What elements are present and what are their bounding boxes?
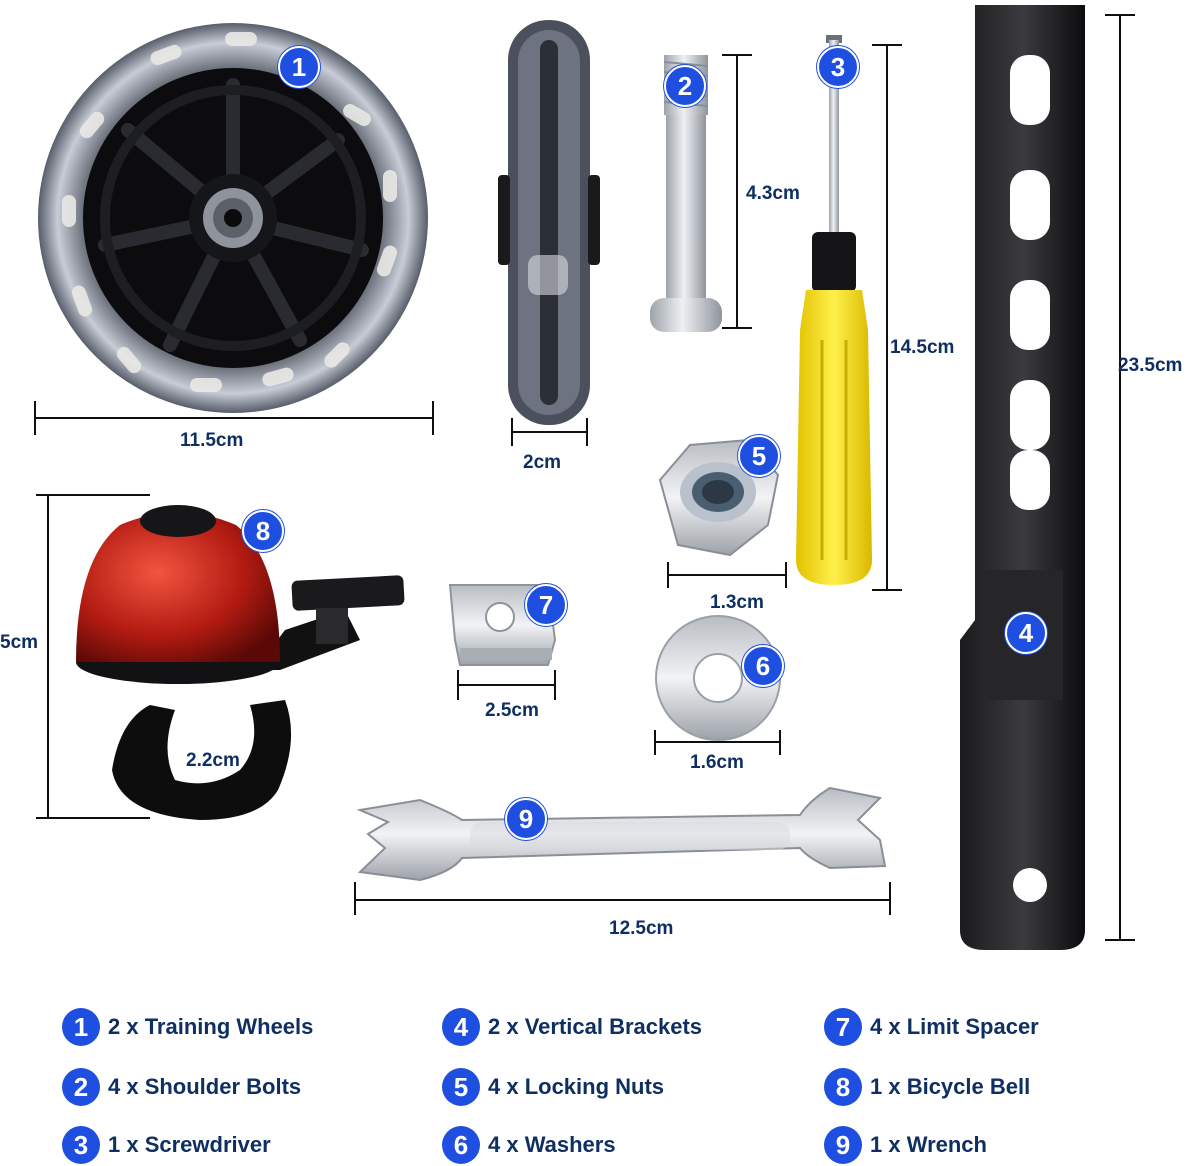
legend-text: 1 x Wrench <box>870 1132 987 1157</box>
legend-text: 2 x Training Wheels <box>108 1014 314 1039</box>
vertical-bracket <box>960 5 1085 950</box>
nut-size-label: 1.3cm <box>710 592 764 613</box>
legend-text: 4 x Locking Nuts <box>488 1074 665 1099</box>
bolt-length-label: 4.3cm <box>746 183 800 204</box>
legend-number: 2 <box>62 1068 100 1106</box>
legend-item-5: 5 4 x Locking Nuts <box>442 1067 664 1107</box>
screwdriver <box>796 35 872 585</box>
badge-1: 1 <box>278 46 320 88</box>
badge-5: 5 <box>738 435 780 477</box>
wheel-diameter-label: 11.5cm <box>180 430 244 451</box>
training-wheel-side <box>498 20 600 425</box>
legend-number: 4 <box>442 1008 480 1046</box>
legend-item-8: 8 1 x Bicycle Bell <box>824 1067 1030 1107</box>
legend-text: 4 x Washers <box>488 1132 616 1157</box>
legend-text: 1 x Bicycle Bell <box>870 1074 1031 1099</box>
legend-item-9: 9 1 x Wrench <box>824 1125 987 1165</box>
badge-7: 7 <box>525 584 567 626</box>
legend-number: 8 <box>824 1068 862 1106</box>
wheel-width-label: 2cm <box>523 452 562 473</box>
badge-3: 3 <box>817 46 859 88</box>
badge-2: 2 <box>664 65 706 107</box>
legend-text: 4 x Limit Spacer <box>870 1014 1039 1039</box>
legend-number: 7 <box>824 1008 862 1046</box>
dimension-lines <box>34 14 1135 941</box>
bell-height-label: 5cm <box>0 632 39 653</box>
legend-item-1: 1 2 x Training Wheels <box>62 1007 313 1047</box>
bicycle-bell <box>76 505 405 820</box>
legend-text: 2 x Vertical Brackets <box>488 1014 703 1039</box>
spacer-width-label: 2.5cm <box>485 700 539 721</box>
badge-4: 4 <box>1005 612 1047 654</box>
locking-nut <box>658 438 780 557</box>
badge-9: 9 <box>505 798 547 840</box>
legend-item-7: 7 4 x Limit Spacer <box>824 1007 1039 1047</box>
badge-8: 8 <box>242 510 284 552</box>
screwdriver-length-label: 14.5cm <box>890 337 955 358</box>
legend-number: 3 <box>62 1126 100 1164</box>
badge-6: 6 <box>742 645 784 687</box>
legend-item-3: 3 1 x Screwdriver <box>62 1125 271 1165</box>
legend-item-4: 4 2 x Vertical Brackets <box>442 1007 702 1047</box>
legend-number: 1 <box>62 1008 100 1046</box>
legend-text: 1 x Screwdriver <box>108 1132 271 1157</box>
legend-item-6: 6 4 x Washers <box>442 1125 616 1165</box>
washer <box>655 615 781 741</box>
legend-number: 9 <box>824 1126 862 1164</box>
wrench-length-label: 12.5cm <box>609 918 674 939</box>
legend-number: 6 <box>442 1126 480 1164</box>
wrench <box>356 786 887 882</box>
legend-text: 4 x Shoulder Bolts <box>108 1074 302 1099</box>
legend-number: 5 <box>442 1068 480 1106</box>
training-wheel <box>38 23 428 413</box>
legend-item-2: 2 4 x Shoulder Bolts <box>62 1067 301 1107</box>
bracket-length-label: 23.5cm <box>1118 355 1183 376</box>
bell-clamp-label: 2.2cm <box>186 750 240 771</box>
washer-size-label: 1.6cm <box>690 752 744 773</box>
